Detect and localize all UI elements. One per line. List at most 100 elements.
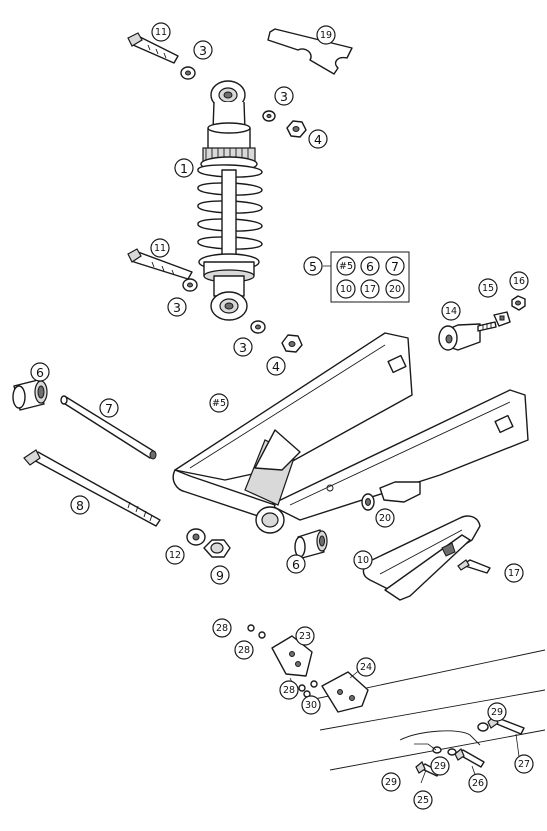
callout-15: 15: [478, 278, 498, 298]
callout-number: 3: [280, 89, 288, 104]
callout-circle: [279, 680, 299, 700]
callout-box-5: #5: [336, 256, 356, 276]
callout-number: 30: [305, 700, 317, 711]
callout-number: 29: [434, 761, 446, 772]
callout-circle: [336, 279, 356, 299]
callout-number: 27: [518, 759, 530, 770]
callout-12: 12: [165, 545, 185, 565]
callout-circle: [360, 279, 380, 299]
lower-washer-right: [250, 320, 266, 334]
callout-circle: [174, 158, 194, 178]
callout-number: 16: [513, 276, 525, 287]
callout-circle: [30, 362, 50, 382]
callout-25: 25: [413, 790, 433, 810]
callout-1: 1: [174, 158, 194, 178]
callout-number: 20: [389, 284, 401, 295]
upper-washer: [262, 110, 276, 122]
callout-number: 9: [216, 568, 224, 583]
spacer-tube-7: [60, 395, 157, 460]
bushing-right-6: [294, 529, 328, 559]
callout-circle: [308, 129, 328, 149]
callout-number: 29: [385, 777, 397, 788]
clip-15: [493, 311, 511, 327]
callout-26: 26: [468, 773, 488, 793]
callout-circle: [70, 495, 90, 515]
lower-washer-left: [182, 278, 198, 292]
callout-circle: [468, 773, 488, 793]
callout-14: 14: [441, 301, 461, 321]
callout-number: 11: [154, 243, 166, 254]
cylinder-bushing-14: [438, 321, 497, 351]
callout-circle: [375, 508, 395, 528]
callout-circle: [316, 25, 336, 45]
lower-bolt: [127, 248, 193, 280]
callout-4b: 4: [266, 356, 286, 376]
callout-circle: [150, 238, 170, 258]
callout-number: 4: [314, 132, 322, 147]
callout-28b: 28: [234, 640, 254, 660]
callout-20: 20: [375, 508, 395, 528]
callout-9: 9: [210, 565, 230, 585]
callout-circle: [209, 393, 229, 413]
callout-number: 1: [180, 161, 188, 176]
swingarm: [172, 332, 529, 534]
callout-box-10: 10: [336, 279, 356, 299]
callout-circle: [487, 702, 507, 722]
callout-circle: [509, 271, 529, 291]
upper-nut: [286, 120, 307, 138]
callout-circle: [336, 256, 356, 276]
callout-circle: [381, 772, 401, 792]
callout-8: 8: [70, 495, 90, 515]
callout-11b: 11: [150, 238, 170, 258]
washer-29: [432, 722, 489, 756]
callout-number: 19: [320, 30, 332, 41]
callout-number: 5: [309, 259, 317, 274]
callout-number: 6: [366, 259, 374, 274]
callout-number: 10: [340, 284, 352, 295]
callout-circle: [234, 640, 254, 660]
callout-number: 23: [299, 631, 311, 642]
shock-absorber: [197, 80, 263, 321]
callout-number: 15: [482, 283, 494, 294]
callout-circle: [212, 618, 232, 638]
callout-7: 7: [99, 398, 119, 418]
callout-number: 10: [357, 555, 369, 566]
callout-28a: 28: [212, 618, 232, 638]
callout-circle: [99, 398, 119, 418]
bolt-26: [454, 748, 485, 768]
callout-29c: 29: [430, 756, 450, 776]
callout-circle: [360, 256, 380, 276]
callout-number: 7: [105, 401, 113, 416]
callout-box-17: 17: [360, 279, 380, 299]
callout-number: 3: [199, 43, 207, 58]
callout-number: 20: [379, 513, 391, 524]
callout-number: 28: [283, 685, 295, 696]
pivot-axle-8: [23, 449, 161, 527]
callout-3d: 3: [233, 337, 253, 357]
callout-top-3: 3: [193, 40, 213, 60]
callout-circle: [151, 22, 171, 42]
bushing-20: [361, 493, 375, 511]
callout-6a: 6: [30, 362, 50, 382]
callout-number: 29: [491, 707, 503, 718]
callout-circle: [266, 356, 286, 376]
callout-box-7: 7: [385, 256, 405, 276]
callout-circle: [356, 657, 376, 677]
callout-number: 12: [169, 550, 181, 561]
callout-top-11: 11: [151, 22, 171, 42]
top-bolt: [127, 32, 179, 64]
callout-6b: 6: [286, 554, 306, 574]
callout-number: 6: [292, 557, 300, 572]
bracket-24: [321, 671, 369, 713]
callout-number: 17: [364, 284, 376, 295]
callout-circle: [441, 301, 461, 321]
callout-circle: [301, 695, 321, 715]
callout-5: 5: [303, 256, 323, 276]
callout-circle: [274, 86, 294, 106]
callout-circle: [193, 40, 213, 60]
callout-28c: 28: [279, 680, 299, 700]
callout-circle: [504, 563, 524, 583]
nut-16: [511, 295, 526, 311]
